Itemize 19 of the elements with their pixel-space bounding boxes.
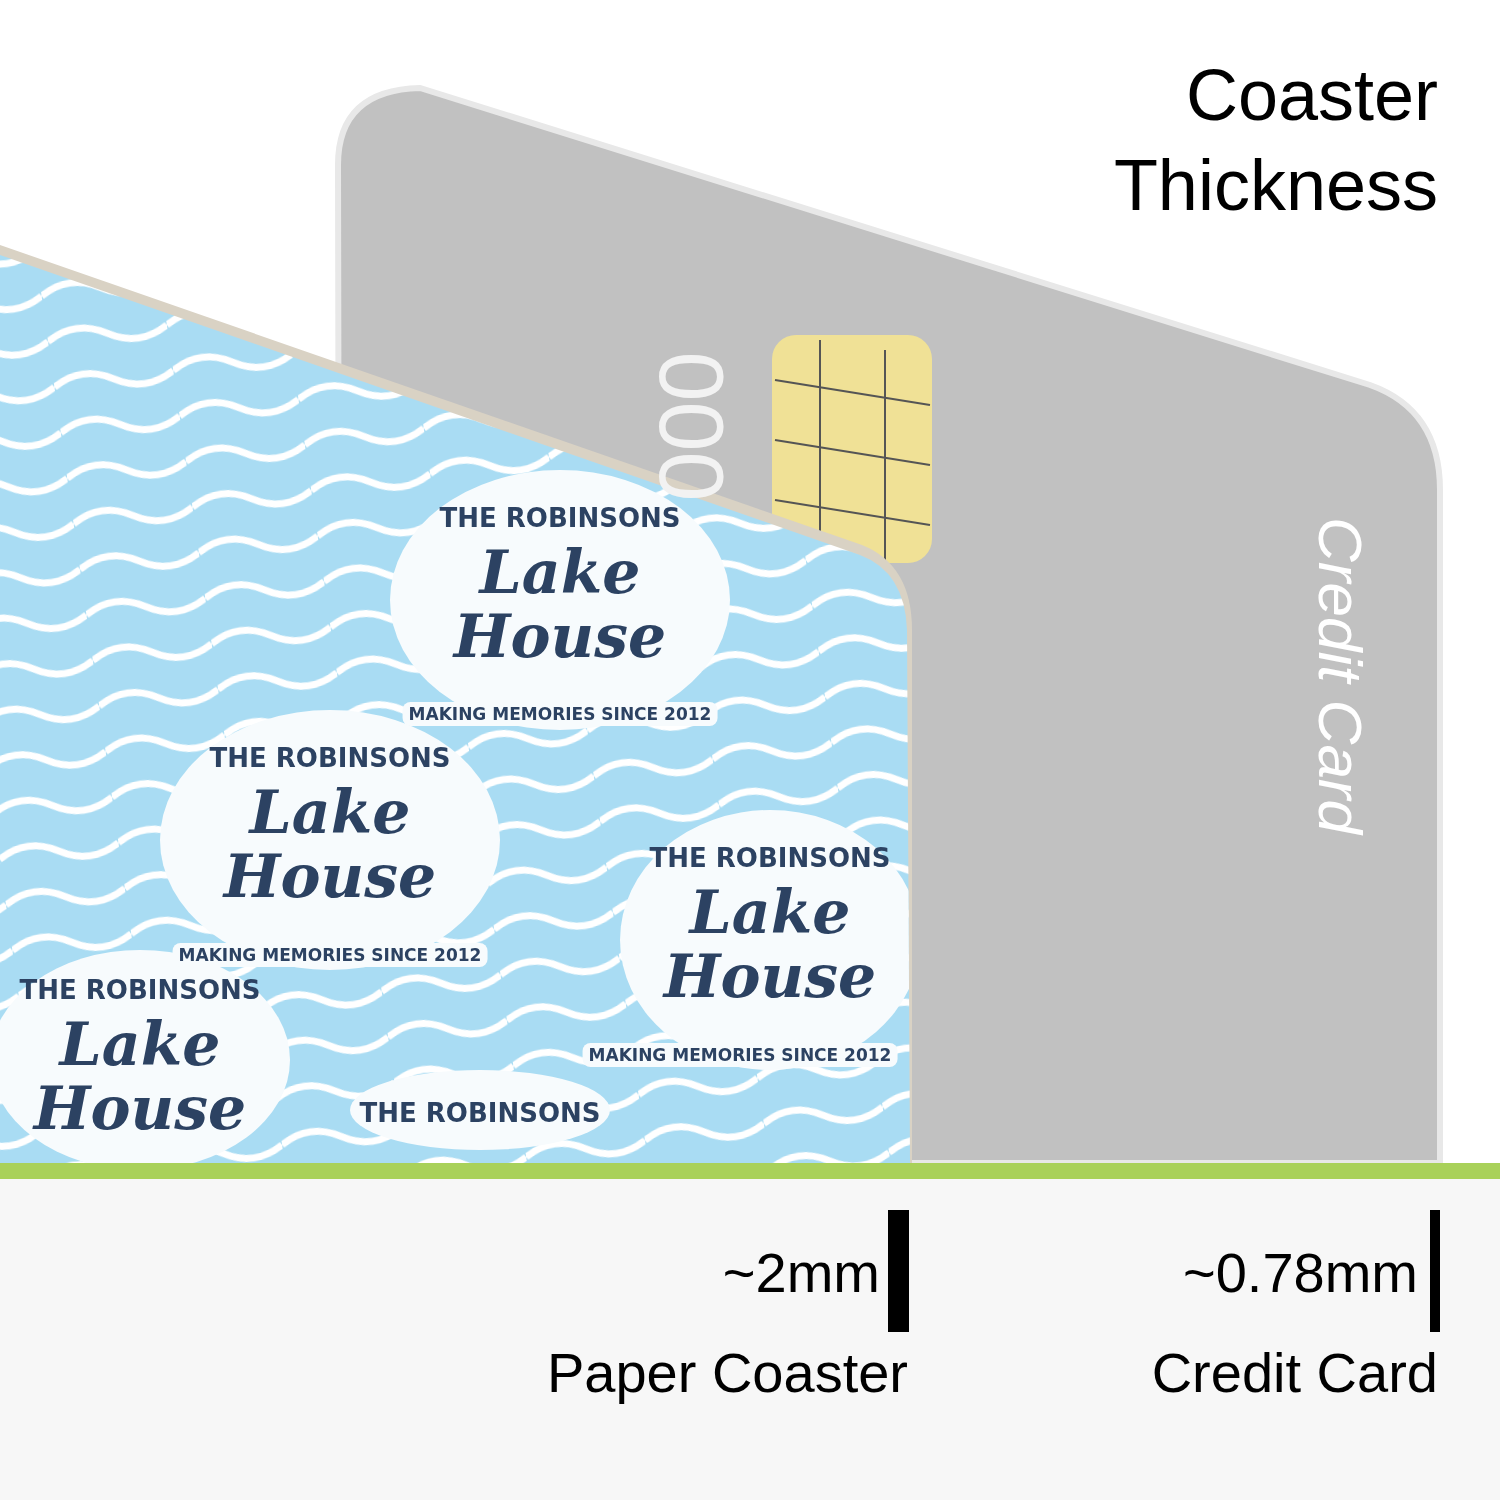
card-number: 000	[639, 351, 742, 502]
script-title: Lake House	[31, 1012, 248, 1140]
item-label: Credit Card	[1151, 1340, 1438, 1405]
script-title: Lake House	[451, 540, 668, 668]
tagline-text: MAKING MEMORIES SINCE 2012	[172, 943, 488, 967]
page-title: Coaster Thickness	[1112, 54, 1438, 227]
family-name-text: THE ROBINSONS	[19, 975, 261, 1005]
thickness-value: ~2mm	[722, 1240, 880, 1305]
tagline-text: MAKING MEMORIES SINCE 2012	[402, 702, 718, 726]
family-name-text: THE ROBINSONS	[439, 503, 681, 533]
card-label: Credit Card	[1304, 517, 1376, 834]
thickness-value: ~0.78mm	[1183, 1240, 1418, 1305]
tagline-text: MAKING MEMORIES SINCE 2012	[582, 1043, 898, 1067]
family-name-text: THE ROBINSONS	[209, 743, 451, 773]
script-title: Lake House	[661, 880, 878, 1008]
script-title: Lake House	[221, 780, 438, 908]
family-name-text: THE ROBINSONS	[649, 843, 891, 873]
family-name-text: THE ROBINSONS	[359, 1098, 601, 1128]
item-label: Paper Coaster	[546, 1340, 908, 1405]
